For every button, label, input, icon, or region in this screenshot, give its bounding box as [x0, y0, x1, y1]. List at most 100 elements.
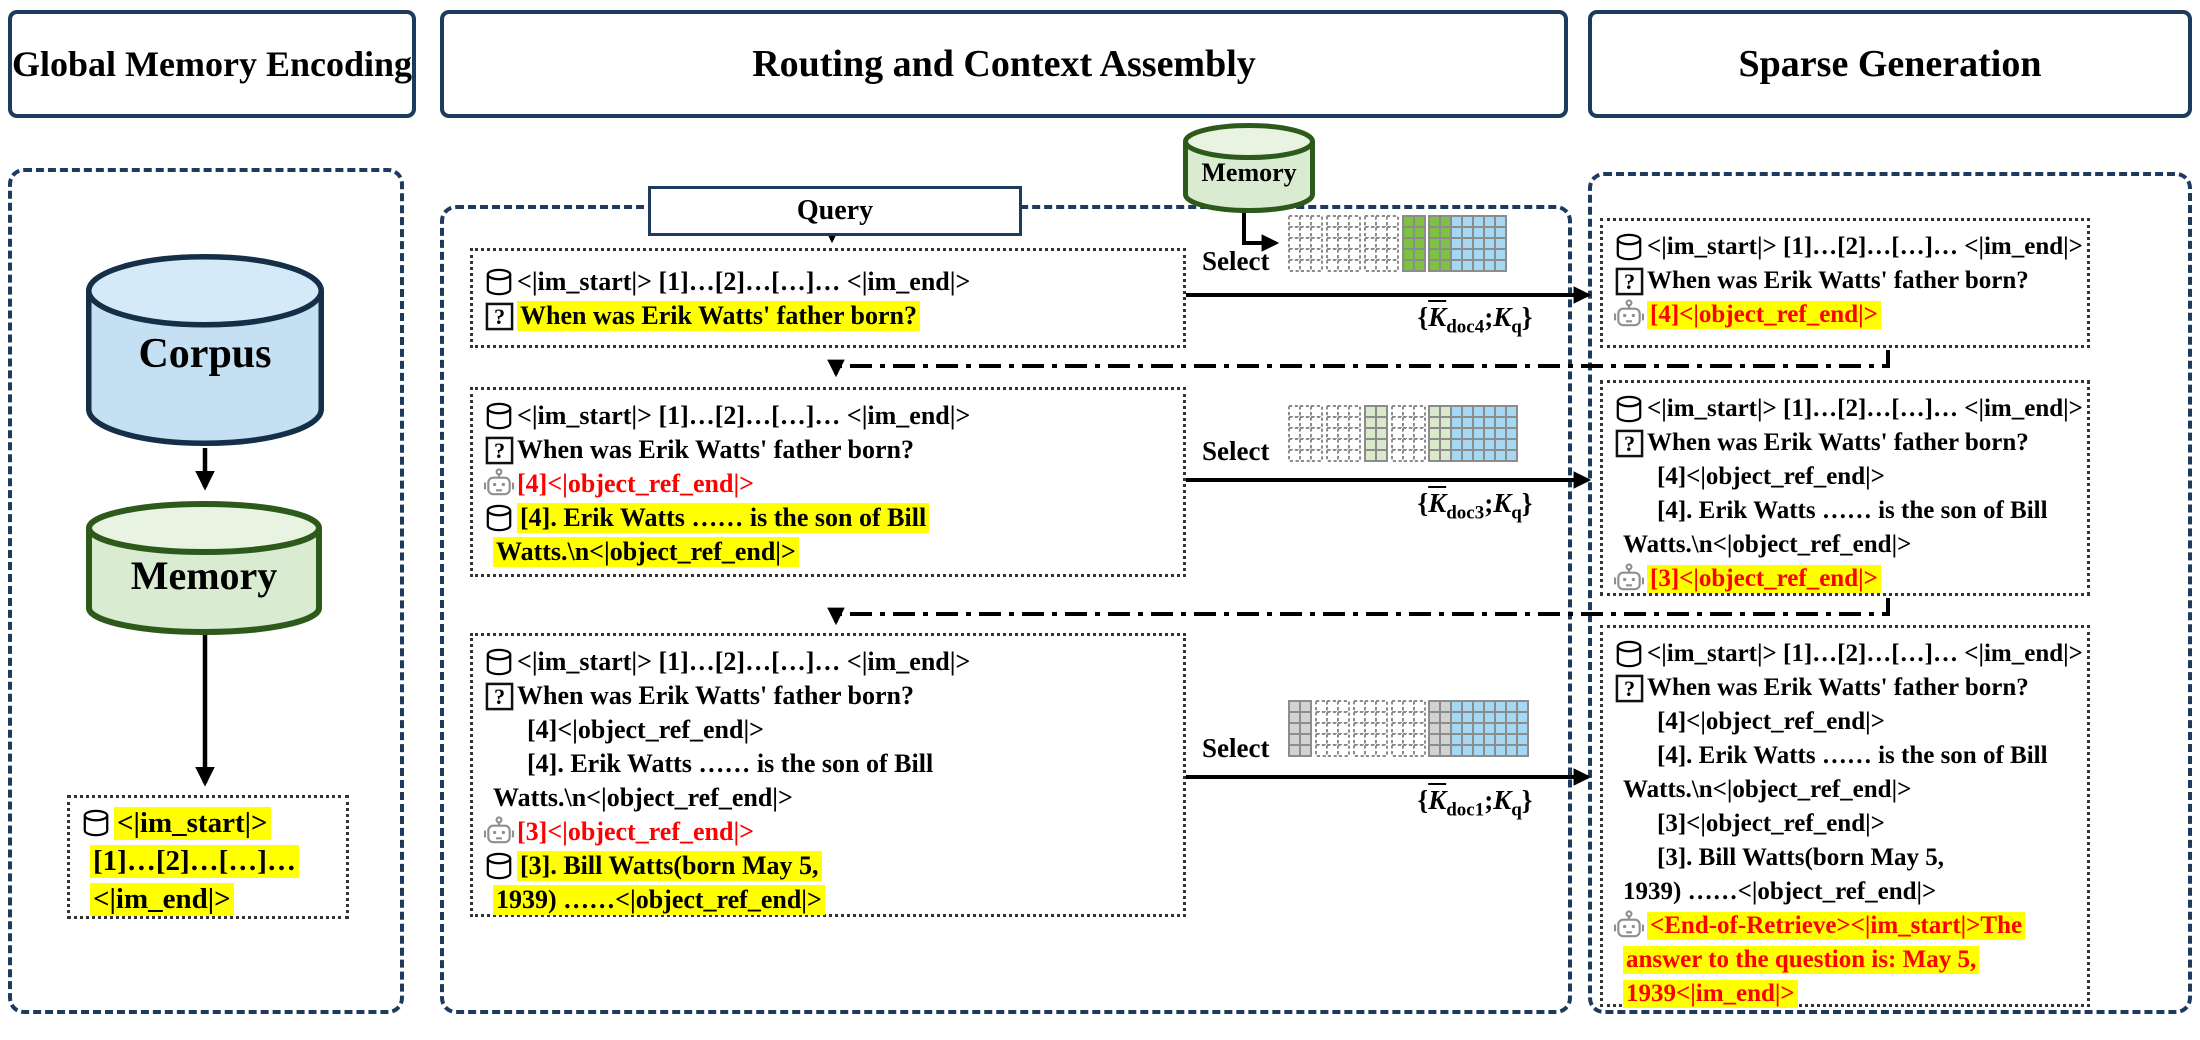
token-line: [4]. Erik Watts …… is the son of Bill	[527, 747, 1175, 781]
token-text: [1]…[2]…[…]…	[90, 844, 299, 878]
token-line: [4]<|object_ref_end|>	[481, 467, 1175, 501]
token-text: When was Erik Watts' father born?	[517, 681, 915, 710]
token-text: Watts.\n<|object_ref_end|>	[1623, 776, 1912, 803]
select-label-1: Select	[1202, 246, 1270, 276]
token-text: <|im_start|>	[114, 806, 271, 840]
memory-cylinder	[85, 500, 323, 641]
token-text: [4]<|object_ref_end|>	[517, 469, 754, 498]
panel-global-memory-encoding	[8, 168, 404, 1014]
token-line: [3]. Bill Watts(born May 5,	[481, 849, 1175, 883]
token-line: <|im_start|> [1]…[2]…[…]… <|im_end|>	[481, 265, 1175, 299]
token-line: ?When was Erik Watts' father born?	[1611, 264, 2079, 298]
question-icon: ?	[1611, 267, 1647, 296]
token-text: [3]. Bill Watts(born May 5,	[1657, 844, 1945, 871]
question-icon: ?	[1611, 429, 1647, 458]
token-text: [4]<|object_ref_end|>	[527, 715, 764, 744]
routing-step-3-box: <|im_start|> [1]…[2]…[…]… <|im_end|>? Whe…	[470, 633, 1186, 917]
svg-text:?: ?	[493, 304, 504, 329]
token-text: When was Erik Watts' father born?	[1647, 429, 2029, 456]
question-icon: ?	[1611, 674, 1647, 703]
token-text: 1939<|im_end|>	[1623, 980, 1798, 1008]
feedback-connector-1	[827, 350, 1890, 378]
token-line: <|im_end|>	[90, 880, 338, 918]
kv-set-label-3: {Kdoc1; Kq}	[1417, 785, 1533, 821]
memory-cylinder-small	[1182, 122, 1316, 219]
robot-icon	[1611, 562, 1647, 596]
token-line: [4]<|object_ref_end|>	[1611, 298, 2079, 332]
token-text: 1939) ……<|object_ref_end|>	[1623, 878, 1937, 905]
token-text: <|im_end|>	[90, 882, 234, 916]
routing-step-2-box: <|im_start|> [1]…[2]…[…]… <|im_end|>?Whe…	[470, 387, 1186, 577]
token-line: ? When was Erik Watts' father born?	[1611, 426, 2079, 460]
token-text: answer to the question is: May 5,	[1623, 946, 1980, 974]
token-line: <End-of-Retrieve><|im_start|>The	[1611, 909, 2079, 943]
token-text: <|im_start|> [1]…[2]…[…]… <|im_end|>	[517, 647, 971, 676]
svg-text:?: ?	[493, 438, 504, 463]
database-icon	[481, 402, 517, 430]
svg-text:?: ?	[1623, 676, 1634, 701]
question-icon: ?	[481, 682, 517, 711]
token-text: [4]. Erik Watts …… is the son of Bill	[517, 503, 930, 533]
database-icon	[481, 504, 517, 532]
corpus-label: Corpus	[138, 331, 272, 377]
token-text: [4]. Erik Watts …… is the son of Bill	[527, 749, 934, 778]
token-line: ? When was Erik Watts' father born?	[481, 433, 1175, 467]
token-line: [3]<|object_ref_end|>	[1611, 562, 2079, 596]
question-icon: ?	[481, 302, 517, 331]
token-text: [4]. Erik Watts …… is the son of Bill	[1657, 497, 2048, 524]
generation-step-1-box: <|im_start|> [1]…[2]…[…]… <|im_end|>?Whe…	[1600, 218, 2090, 348]
robot-icon	[1611, 909, 1647, 943]
token-text: When was Erik Watts' father born?	[1647, 674, 2029, 701]
token-text: [4]. Erik Watts …… is the son of Bill	[1657, 742, 2048, 769]
token-text: When was Erik Watts' father born?	[517, 301, 921, 331]
token-line: <|im_start|> [1]…[2]…[…]… <|im_end|>	[481, 645, 1175, 679]
svg-text:?: ?	[493, 684, 504, 709]
token-line: [4]<|object_ref_end|>	[527, 713, 1175, 747]
token-line: Watts.\n<|object_ref_end|>	[1623, 773, 2079, 807]
token-line: [4]<|object_ref_end|>	[1657, 705, 2079, 739]
token-line: [4]. Erik Watts …… is the son of Bill	[1657, 494, 2079, 528]
kv-set-label-1: {Kdoc4; Kq}	[1417, 302, 1533, 338]
panel-sparse-generation	[1588, 172, 2192, 1014]
token-text: 1939) ……<|object_ref_end|>	[493, 885, 825, 915]
database-icon	[481, 268, 517, 296]
header-sparse-generation: Sparse Generation	[1588, 10, 2192, 118]
feedback-connector-2	[827, 598, 1890, 626]
routing-step-1-box: <|im_start|> [1]…[2]…[…]… <|im_end|>? Whe…	[470, 248, 1186, 348]
token-text: [3]<|object_ref_end|>	[517, 817, 754, 846]
token-line: [3]<|object_ref_end|>	[1657, 807, 2079, 841]
database-icon	[1611, 395, 1647, 423]
memory-token-box: <|im_start|> [1]…[2]…[…]… <|im_end|>	[67, 795, 349, 919]
database-icon	[1611, 233, 1647, 261]
token-line: [4]. Erik Watts …… is the son of Bill	[481, 501, 1175, 535]
token-line: Watts.\n<|object_ref_end|>	[493, 535, 1175, 569]
token-text: [3]. Bill Watts(born May 5,	[517, 851, 822, 881]
arrow-memory-to-grids	[1242, 213, 1280, 252]
token-text: Watts.\n<|object_ref_end|>	[1623, 531, 1912, 558]
generation-step-3-box: <|im_start|> [1]…[2]…[…]… <|im_end|>? Whe…	[1600, 625, 2090, 1008]
token-text: When was Erik Watts' father born?	[517, 435, 915, 464]
corpus-cylinder	[85, 253, 325, 452]
token-line: ? When was Erik Watts' father born?	[481, 299, 1175, 333]
token-text: [3]<|object_ref_end|>	[1647, 565, 1881, 593]
token-text: <End-of-Retrieve><|im_start|>The	[1647, 912, 2026, 940]
token-text: [4]<|object_ref_end|>	[1647, 301, 1881, 329]
database-icon	[481, 648, 517, 676]
kv-set-label-2: {Kdoc3; Kq}	[1417, 488, 1533, 524]
token-line: 1939) ……<|object_ref_end|>	[493, 883, 1175, 917]
token-line: <|im_start|>	[78, 804, 338, 842]
token-text: [4]<|object_ref_end|>	[1657, 708, 1885, 735]
database-icon	[1611, 640, 1647, 668]
svg-text:?: ?	[1623, 431, 1634, 456]
header-global-memory-encoding: Global Memory Encoding	[8, 10, 416, 118]
token-text: <|im_start|> [1]…[2]…[…]… <|im_end|>	[1647, 640, 2083, 667]
token-line: 1939) ……<|object_ref_end|>	[1623, 875, 2079, 909]
select-label-2: Select	[1202, 436, 1270, 466]
token-line: ? When was Erik Watts' father born?	[481, 679, 1175, 713]
svg-text:?: ?	[1623, 269, 1634, 294]
token-text: [4]<|object_ref_end|>	[1657, 463, 1885, 490]
robot-icon	[481, 467, 517, 501]
memory-label-small: Memory	[1201, 158, 1297, 187]
header-routing-context-assembly: Routing and Context Assembly	[440, 10, 1568, 118]
token-line: <|im_start|> [1]…[2]…[…]… <|im_end|>	[1611, 637, 2083, 671]
